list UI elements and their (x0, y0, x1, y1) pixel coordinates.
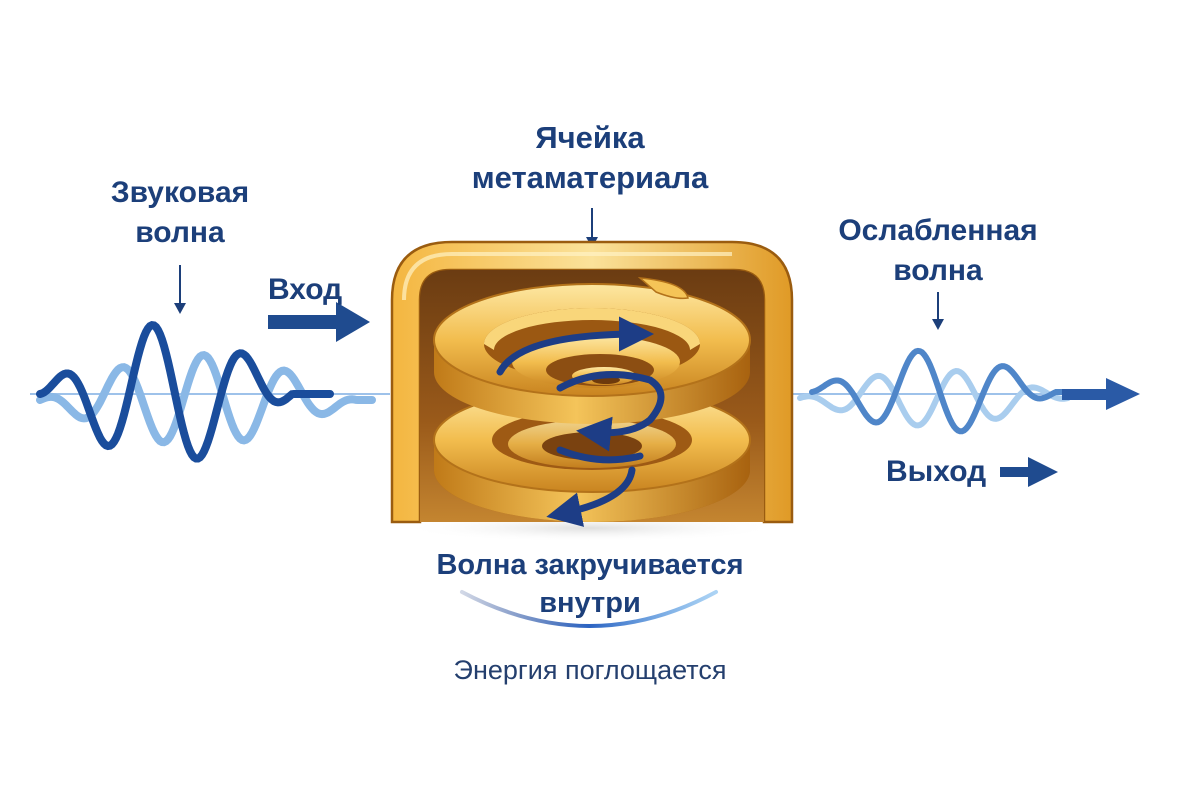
attenuated-wave-label-line2: волна (893, 254, 983, 287)
input-label: Вход (268, 273, 343, 306)
input-wave-dark (36, 320, 334, 463)
swirl-label-line1: Волна закручивается (436, 549, 744, 581)
swirl-label: Волна закручивается внутри (420, 546, 760, 622)
swirl-label-line2: внутри (539, 587, 641, 619)
rotation-arrow-icon (496, 316, 665, 527)
attenuated-wave-label-line1: Ослабленная (838, 214, 1038, 247)
pointer-arrow-sound-wave (174, 265, 186, 314)
sound-wave-label: Звуковая волна (80, 173, 280, 253)
arrow-right-icon (1062, 378, 1140, 410)
output-wave-dark (809, 347, 1071, 435)
cell-label-line2: метаматериала (471, 160, 709, 195)
pointer-arrow-attenuated (932, 292, 944, 330)
input-wave-light (36, 350, 376, 447)
arrow-right-icon (1000, 457, 1058, 487)
cell-label: Ячейка метаматериала (470, 118, 710, 198)
output-label: Выход (886, 455, 987, 488)
spiral-ring-upper (433, 277, 751, 424)
sound-wave-label-line2: волна (135, 216, 225, 249)
energy-label: Энергия поглощается (453, 655, 727, 685)
attenuated-wave-label: Ослабленная волна (818, 211, 1058, 291)
swirl-underline (460, 590, 718, 628)
cell-label-line1: Ячейка (535, 120, 645, 155)
arrow-right-icon (268, 302, 370, 342)
sound-wave-label-line1: Звуковая (110, 176, 250, 209)
